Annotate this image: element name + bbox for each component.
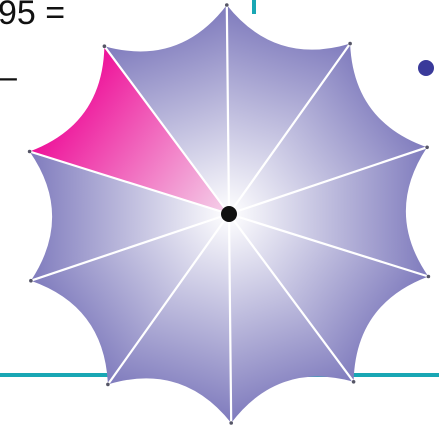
umbrella-rib-tip bbox=[28, 150, 32, 154]
umbrella-rib-tip bbox=[229, 421, 233, 425]
umbrella-rib-tip bbox=[352, 380, 356, 384]
umbrella-rib-tip bbox=[29, 279, 33, 283]
umbrella-rib-tip bbox=[106, 383, 110, 387]
bullet-dot-icon bbox=[418, 60, 434, 76]
umbrella-rib-tip bbox=[427, 275, 431, 279]
umbrella-rib-tip bbox=[225, 3, 229, 7]
umbrella-rib-tip bbox=[103, 44, 107, 48]
umbrella-center-dot bbox=[221, 206, 237, 222]
umbrella-rib-tip bbox=[425, 146, 429, 150]
umbrella-rib-tip bbox=[348, 42, 352, 46]
